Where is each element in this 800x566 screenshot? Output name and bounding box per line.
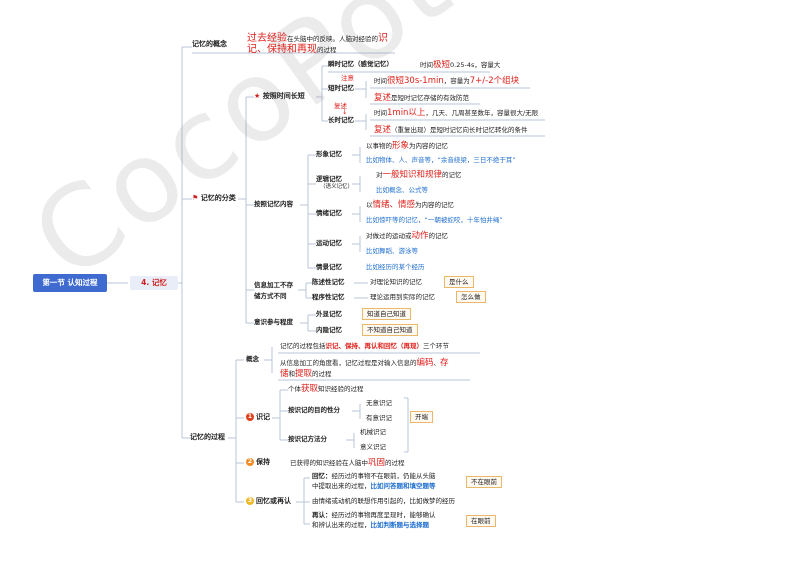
implicit-memory-label[interactable]: 内隐记忆 bbox=[316, 326, 342, 334]
meaningful-memorization: 意义识记 bbox=[360, 443, 386, 451]
tag-not-present: 不在眼前 bbox=[466, 476, 502, 489]
long-memory-label[interactable]: 长时记忆 bbox=[328, 116, 354, 124]
recall-line-1: 回忆：经历过的事物不在眼前，仍能从头脑 bbox=[312, 472, 436, 480]
procedural-memory-desc: 理论运用到实际的记忆 bbox=[370, 293, 435, 301]
rote-memorization: 机械识记 bbox=[360, 428, 386, 436]
emotion-memory-desc: 以情绪、情感为内容的记忆 bbox=[366, 200, 455, 210]
short-memory-line-1: 时间很短30s-1min，容量为7+/-2个组块 bbox=[374, 76, 520, 86]
number-badge-1: 1 bbox=[246, 413, 254, 421]
encode-purpose-label[interactable]: 按识记的目的性分 bbox=[288, 406, 340, 414]
process-concept-label[interactable]: 概念 bbox=[246, 355, 259, 363]
by-processing-label-2[interactable]: 储方式不同 bbox=[254, 292, 287, 300]
long-memory-line-2: 复述（重复出现）是短时记忆向长时记忆转化的条件 bbox=[374, 125, 528, 135]
logic-memory-example: 比如概念、公式等 bbox=[376, 186, 428, 194]
image-memory-example: 比如物体、人、声音等，“余音绕梁，三日不绝于耳” bbox=[366, 156, 516, 164]
declarative-memory-desc: 对理论知识的记忆 bbox=[370, 278, 422, 286]
procedural-memory-label[interactable]: 程序性记忆 bbox=[312, 293, 345, 301]
motor-memory-label[interactable]: 运动记忆 bbox=[316, 239, 342, 247]
concept-label[interactable]: 记忆的概念 bbox=[192, 40, 227, 48]
long-note-rehearsal: 复述 bbox=[334, 102, 347, 110]
recall-middle-desc: 由情绪或动机的联想作用引起的，比如做梦的经历 bbox=[312, 497, 455, 505]
tag-present: 在眼前 bbox=[466, 515, 496, 528]
recognition-line-1: 再认：经历过的事物再度呈现时，能够确认 bbox=[312, 511, 436, 519]
by-awareness-label[interactable]: 意识参与程度 bbox=[254, 318, 293, 326]
process-concept-line-2: 从信息加工的角度看，记忆过程是对输入信息的编码、存 bbox=[280, 358, 449, 368]
image-memory-desc: 以事物的形象为内容的记忆 bbox=[366, 141, 449, 151]
motor-memory-example: 比如舞蹈、游泳等 bbox=[366, 247, 418, 255]
implicit-memory-desc: 不知道自己知道 bbox=[362, 324, 418, 337]
encode-method-label[interactable]: 按识记方法分 bbox=[288, 435, 327, 443]
by-time-label[interactable]: ★ 按照时间长短 bbox=[254, 92, 305, 100]
retain-desc: 已获得的知识经验在人脑中巩固的过程 bbox=[290, 458, 405, 468]
short-memory-label[interactable]: 短时记忆 bbox=[328, 84, 354, 92]
flag-icon: ⚑ bbox=[192, 194, 199, 202]
short-memory-line-2: 复述是短时记忆存储的有效防范 bbox=[374, 93, 470, 103]
recall-line-2: 中提取出来的过程，比如问答题和填空题等 bbox=[312, 482, 436, 490]
logic-memory-label[interactable]: 逻辑记忆 bbox=[316, 175, 342, 183]
emotion-memory-example: 比如惊吓等的记忆，“一朝被蛇咬，十年怕井绳” bbox=[366, 216, 503, 224]
concept-line-1: 过去经验在头脑中的反映。人脑对经验的识 bbox=[247, 33, 388, 44]
long-memory-line-1: 时间1min以上，几天、几周甚至数年，容量很大/无限 bbox=[374, 108, 539, 118]
concept-emph-experience: 过去经验 bbox=[247, 33, 287, 44]
number-badge-2: 2 bbox=[246, 458, 254, 466]
episodic-memory-example: 比如经历的某个经历 bbox=[366, 263, 425, 271]
declarative-memory-label[interactable]: 陈述性记忆 bbox=[312, 278, 345, 286]
encode-definition: 个体获取知识经验的过程 bbox=[288, 384, 364, 394]
motor-memory-desc: 对做过的运动或动作的记忆 bbox=[366, 231, 449, 241]
number-badge-3: 3 bbox=[246, 497, 254, 505]
logic-memory-desc: 对一般知识和规律的记忆 bbox=[376, 170, 462, 180]
by-content-label[interactable]: 按照记忆内容 bbox=[254, 200, 293, 208]
concept-line-2: 记、保持和再现的过程 bbox=[247, 44, 337, 55]
tag-start: 开端 bbox=[410, 411, 433, 424]
instant-memory-desc: 时间极短0.25-4s，容量大 bbox=[420, 60, 501, 70]
tag-how: 怎么做 bbox=[456, 291, 486, 304]
root-node[interactable]: 第一节 认知过程 bbox=[33, 274, 107, 292]
explicit-memory-label[interactable]: 外显记忆 bbox=[316, 310, 342, 318]
long-note-arrow: ↓ bbox=[342, 108, 348, 116]
star-icon: ★ bbox=[254, 92, 261, 100]
process-concept-line-3: 储和提取的过程 bbox=[280, 369, 332, 379]
process-label[interactable]: 记忆的过程 bbox=[190, 433, 225, 441]
intentional-memorization: 有意识记 bbox=[366, 414, 392, 422]
topic-node-memory[interactable]: 4. 记忆 bbox=[130, 276, 178, 290]
explicit-memory-desc: 知道自己知道 bbox=[362, 308, 411, 321]
classification-label[interactable]: ⚑ 记忆的分类 bbox=[192, 194, 236, 202]
episodic-memory-label[interactable]: 情景记忆 bbox=[316, 263, 342, 271]
image-memory-label[interactable]: 形象记忆 bbox=[316, 150, 342, 158]
process-concept-line-1: 记忆的过程包括识记、保持、再认和回忆（再现）三个环节 bbox=[280, 342, 449, 350]
logic-memory-sub: （语义记忆） bbox=[320, 184, 354, 190]
by-processing-label-1[interactable]: 信息加工不存 bbox=[254, 281, 293, 289]
recognition-line-2: 和辨认出来的过程，比如判断题与选择题 bbox=[312, 521, 429, 529]
tag-what: 是什么 bbox=[444, 276, 474, 289]
emotion-memory-label[interactable]: 情绪记忆 bbox=[316, 209, 342, 217]
incidental-memorization: 无意识记 bbox=[366, 399, 392, 407]
short-note-attention: 注意 bbox=[341, 74, 354, 82]
instant-memory-label[interactable]: 瞬时记忆（感觉记忆） bbox=[328, 60, 393, 68]
